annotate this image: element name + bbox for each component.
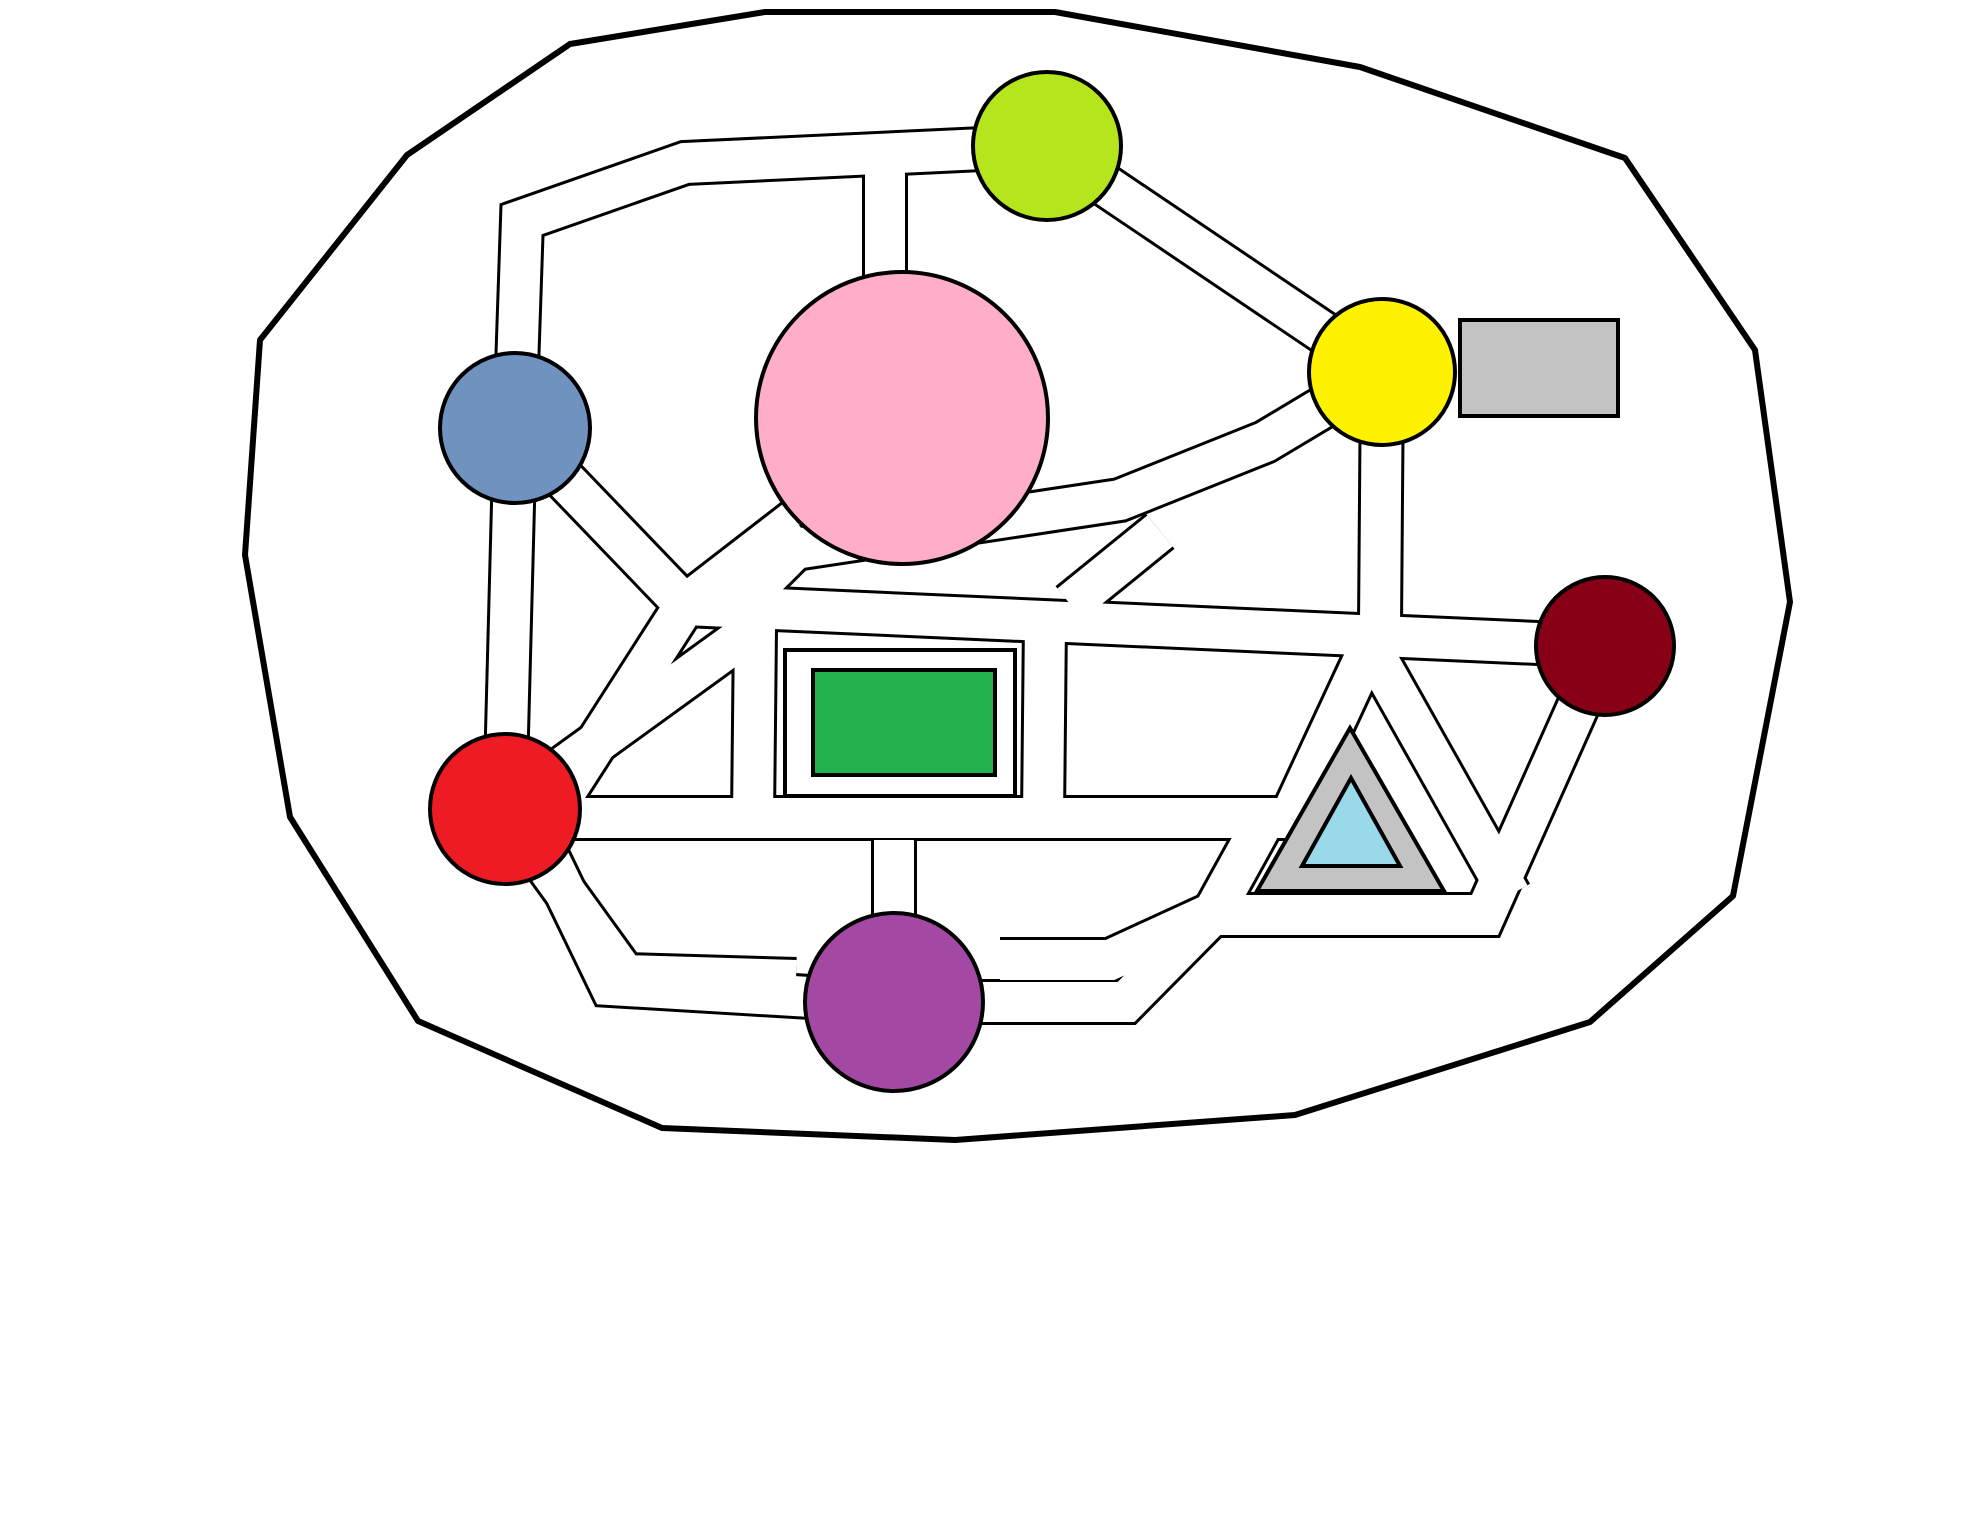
lime-station-node[interactable] [971, 70, 1123, 222]
green-building-rectangle [811, 668, 997, 777]
red-station-node[interactable] [428, 732, 582, 886]
light-blue-triangle-landmark [1298, 773, 1404, 868]
yellow-station-node[interactable] [1307, 297, 1457, 447]
gray-building-rectangle [1458, 318, 1620, 418]
road-segment [1271, 637, 1389, 827]
road-segment [725, 354, 1393, 619]
dark-red-station-node[interactable] [1534, 575, 1676, 717]
road-segment [733, 627, 775, 819]
region-boundary [242, 9, 1793, 1143]
road-segment [684, 585, 1606, 666]
road-segment [1057, 515, 1173, 620]
blue-station-node[interactable] [438, 351, 592, 505]
road-segment [1352, 636, 1528, 905]
pink-station-node[interactable] [754, 270, 1050, 566]
road-segment [521, 831, 896, 1022]
road-segment [495, 126, 1048, 429]
road-segment [1000, 886, 1239, 980]
purple-station-node[interactable] [803, 911, 985, 1093]
road-segment [1023, 619, 1065, 819]
